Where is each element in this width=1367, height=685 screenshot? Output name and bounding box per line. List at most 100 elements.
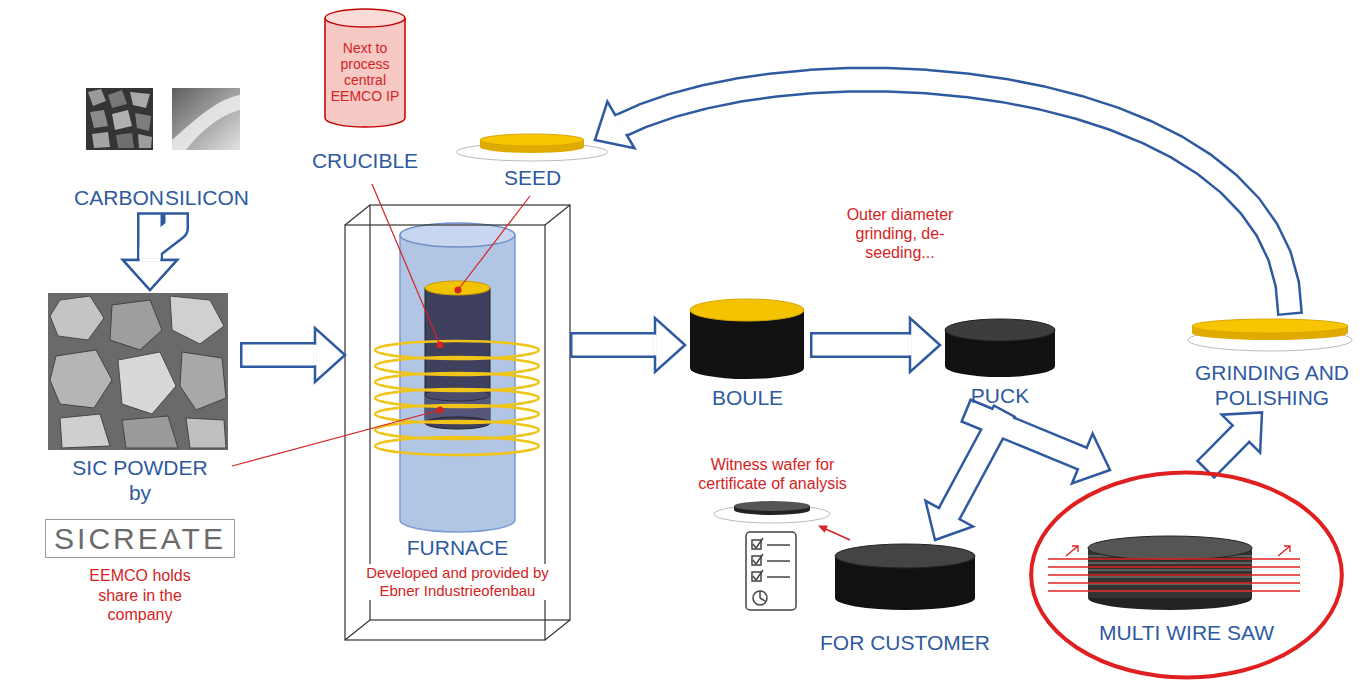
leader-lines [437, 407, 444, 414]
sliced-ingot [1088, 584, 1252, 585]
furnace-housing [545, 205, 570, 225]
checklist-icon [760, 598, 765, 601]
carbon-micrograph [92, 132, 110, 148]
connector-group [150, 80, 1289, 517]
block-arrow-outline [823, 332, 914, 358]
sliced-ingot [1088, 570, 1252, 571]
carbon-micrograph [86, 88, 153, 150]
furnace-housing [345, 620, 370, 640]
block-arrow-body [977, 415, 1086, 460]
leader-lines [232, 410, 440, 466]
saw-wires [1048, 574, 1300, 575]
material-image-box: SILICON [162, 85, 252, 212]
leader-lines [455, 287, 462, 294]
block-arrow-outline [150, 225, 176, 264]
material-image-box: CARBON [71, 85, 167, 212]
block-arrow-outline [618, 80, 1289, 302]
customer-puck-shape [835, 544, 975, 568]
block-arrow-head [926, 501, 974, 540]
node-label: GRINDING AND POLISHING [1180, 360, 1364, 410]
block-arrow-outline [253, 342, 319, 368]
checklist-icon [767, 560, 790, 562]
sic-powder-micrograph [48, 293, 228, 450]
puck-box: PUCK [940, 315, 1060, 410]
node-label: SEED [504, 165, 561, 190]
block-arrow-outline [947, 422, 999, 517]
node-label: Next to process central EEMCO IP [328, 40, 402, 104]
carbon-micrograph [90, 110, 108, 128]
carbon-micrograph [116, 133, 134, 148]
block-arrow-body [947, 422, 999, 517]
induction-coil [375, 437, 539, 455]
carbon-micrograph [88, 89, 106, 106]
checklist-icon [746, 532, 796, 610]
polished-wafer-shape [1192, 319, 1348, 333]
checklist-icon [767, 576, 790, 578]
carbon-micrograph [112, 110, 132, 130]
checklist-icon [767, 544, 790, 546]
customer-puck-shape [835, 544, 975, 610]
saw-wires [1048, 546, 1300, 591]
block-arrow-head [655, 318, 685, 372]
saw-wires [1278, 546, 1290, 556]
block-arrow-head [910, 318, 940, 372]
checklist-icon [753, 591, 767, 605]
leader-lines [372, 184, 440, 345]
furnace-chamber [400, 235, 515, 532]
leader-lines [458, 196, 530, 290]
seed-box: SEED [470, 125, 595, 192]
silicon-micrograph [172, 88, 240, 150]
boule-box: BOULE [685, 295, 810, 412]
checklist-icon [753, 554, 763, 564]
boule-shape [690, 299, 804, 321]
block-arrow-head [1222, 412, 1262, 452]
node-label: CARBON [74, 185, 164, 210]
arrow-head [818, 525, 828, 532]
saw-ellipse: MULTI WIRE SAW [1028, 470, 1345, 680]
block-arrow-joint [1234, 426, 1249, 440]
block-arrow-body [583, 335, 659, 356]
saw-wires [1048, 558, 1300, 559]
saw-wires [1048, 582, 1300, 583]
sliced-ingot [1088, 577, 1252, 578]
node-label: FURNACE [407, 535, 509, 560]
block-arrow-head [123, 260, 177, 290]
checklist-icon [746, 532, 796, 610]
carbon-micrograph [138, 134, 152, 148]
furnace-chamber [425, 288, 490, 423]
carbon-micrograph [130, 92, 150, 108]
sliced-ingot [1088, 556, 1252, 591]
sic-powder-micrograph [186, 418, 226, 448]
furnace-chamber [400, 223, 515, 532]
block-arrow-head [123, 260, 177, 290]
furnace-housing [345, 205, 370, 225]
node-label: PUCK [971, 383, 1029, 408]
powder-image-box: SIC POWDER bySICREATEEEMCO holds share i… [40, 290, 240, 628]
block-arrow-joint [313, 345, 317, 366]
furnace-housing [545, 620, 570, 640]
carbon-micrograph [108, 90, 127, 108]
leader-lines [232, 184, 530, 466]
furnace-housing [370, 205, 570, 620]
block-arrow-body [823, 335, 914, 356]
boule-shape [690, 299, 804, 379]
polishing-box: GRINDING AND POLISHING [1180, 315, 1364, 412]
customer-box: FOR CUSTOMER [805, 540, 1005, 657]
carbon-micrograph [86, 88, 153, 150]
block-arrow-body [618, 80, 1289, 302]
induction-coil [375, 341, 539, 455]
node-label: FOR CUSTOMER [820, 630, 990, 655]
witness-wafer-shape [714, 501, 830, 523]
sic-powder-micrograph [170, 296, 224, 344]
checklist-icon [753, 538, 763, 548]
furnace-box: FURNACEDeveloped and provided by Ebner I… [345, 205, 570, 617]
block-arrow-body [253, 345, 319, 366]
furnace-housing [345, 205, 570, 640]
crucible-box: Next to process central EEMCO IPCRUCIBLE [305, 8, 425, 176]
sliced-ingot [1088, 536, 1252, 560]
sic-powder-micrograph [48, 293, 228, 450]
node-note: EEMCO holds share in the company [70, 566, 210, 624]
sliced-ingot [1088, 563, 1252, 564]
company-logo: SICREATE [45, 519, 235, 558]
